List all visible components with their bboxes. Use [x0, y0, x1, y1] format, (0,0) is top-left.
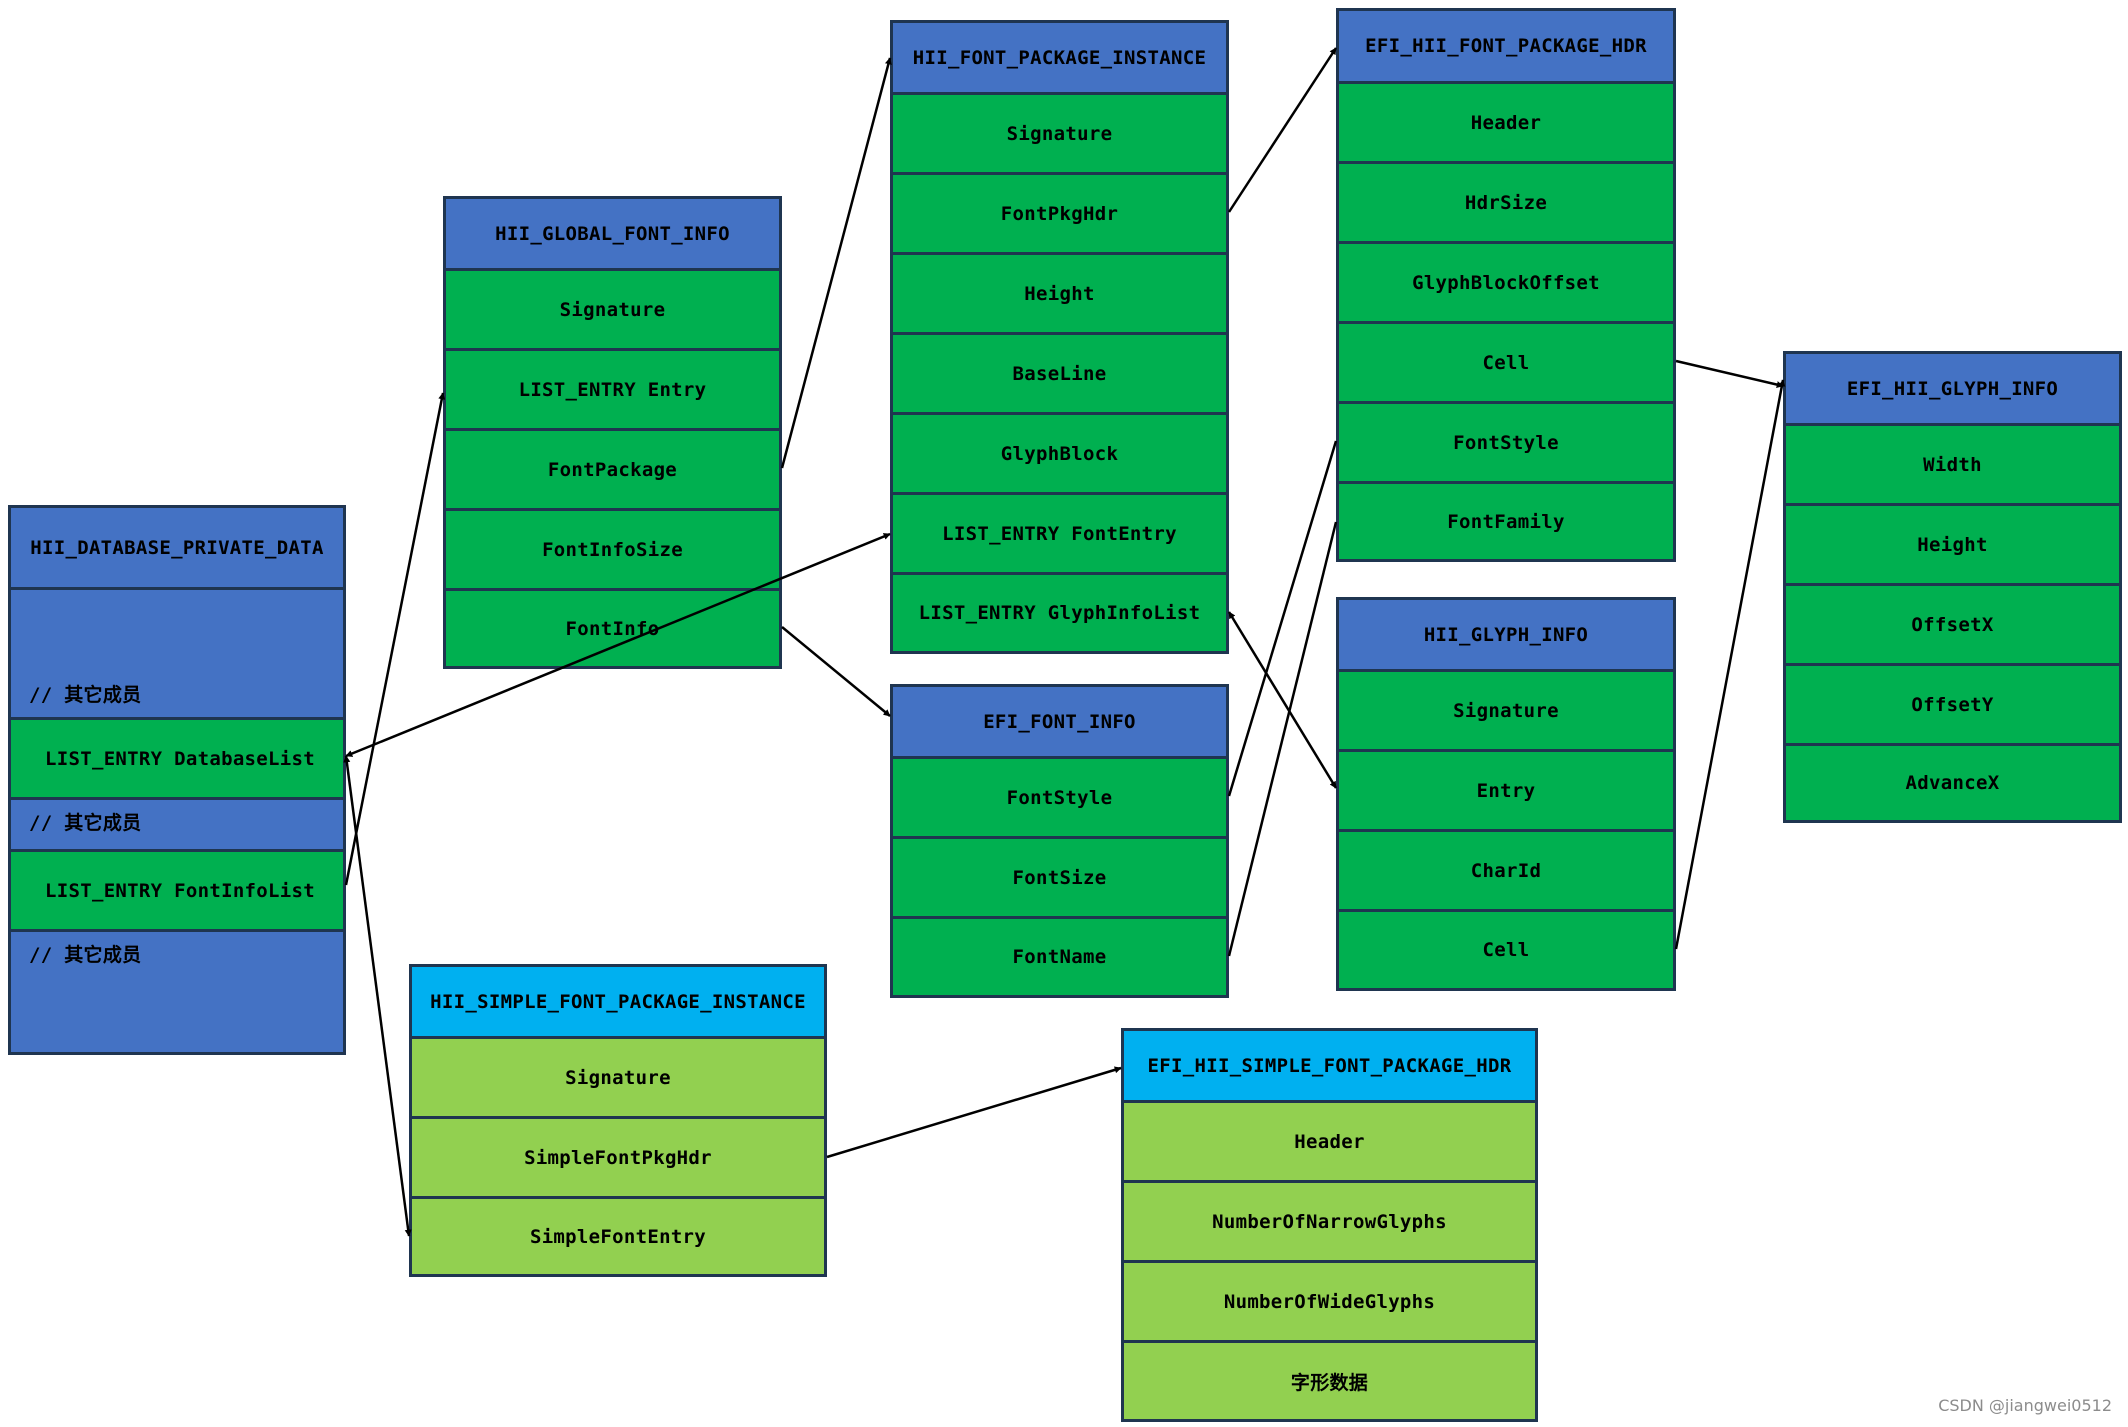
box-efi-font-info: EFI_FONT_INFO FontStyle FontSize FontNam… — [890, 684, 1229, 998]
field-signature: Signature — [1339, 672, 1673, 752]
box-efi-hii-font-package-hdr: EFI_HII_FONT_PACKAGE_HDR Header HdrSize … — [1336, 8, 1676, 562]
field-offset-y: OffsetY — [1786, 666, 2119, 746]
field-signature: Signature — [893, 95, 1226, 175]
field-list-entry-entry: LIST_ENTRY Entry — [446, 351, 779, 431]
arrow-simplefontpkghdr-to-hdr — [826, 1066, 1122, 1159]
field-font-style: FontStyle — [1339, 404, 1673, 484]
box-title: HII_GLYPH_INFO — [1339, 600, 1673, 672]
arrow-fontpkghdr-to-font-package-hdr — [1227, 47, 1338, 213]
box-hii-font-package-instance: HII_FONT_PACKAGE_INSTANCE Signature Font… — [890, 20, 1229, 654]
box-title: HII_GLOBAL_FONT_INFO — [446, 199, 779, 271]
arrow-cell-to-glyph-info — [1675, 359, 1784, 388]
field-header: Header — [1124, 1103, 1535, 1183]
field-baseline: BaseLine — [893, 335, 1226, 415]
connector-fontstyle — [1227, 440, 1338, 797]
field-glyph-block: GlyphBlock — [893, 415, 1226, 495]
watermark: CSDN @jiangwei0512 — [1938, 1396, 2112, 1415]
field-signature: Signature — [412, 1039, 824, 1119]
box-title: EFI_HII_GLYPH_INFO — [1786, 354, 2119, 426]
box-efi-hii-simple-font-package-hdr: EFI_HII_SIMPLE_FONT_PACKAGE_HDR Header N… — [1121, 1028, 1538, 1422]
box-efi-hii-glyph-info: EFI_HII_GLYPH_INFO Width Height OffsetX … — [1783, 351, 2122, 823]
box-title: EFI_HII_SIMPLE_FONT_PACKAGE_HDR — [1124, 1031, 1535, 1103]
box-hii-simple-font-package-instance: HII_SIMPLE_FONT_PACKAGE_INSTANCE Signatu… — [409, 964, 827, 1277]
field-font-info-list: LIST_ENTRY FontInfoList — [11, 852, 343, 932]
box-title: EFI_HII_FONT_PACKAGE_HDR — [1339, 11, 1673, 84]
field-font-name: FontName — [893, 919, 1226, 995]
arrow-glyphinfolist-entry — [1227, 611, 1338, 789]
field-height: Height — [893, 255, 1226, 335]
box-title: HII_FONT_PACKAGE_INSTANCE — [893, 23, 1226, 95]
field-font-size: FontSize — [893, 839, 1226, 919]
box-title: HII_SIMPLE_FONT_PACKAGE_INSTANCE — [412, 967, 824, 1039]
field-font-style: FontStyle — [893, 759, 1226, 839]
arrow-fontinfo-to-efi-font-info — [781, 626, 891, 717]
field-font-info-size: FontInfoSize — [446, 511, 779, 591]
field-font-entry: LIST_ENTRY FontEntry — [893, 495, 1226, 575]
box-title: HII_DATABASE_PRIVATE_DATA — [11, 508, 343, 590]
box-title: EFI_FONT_INFO — [893, 687, 1226, 759]
field-offset-x: OffsetX — [1786, 586, 2119, 666]
box-hii-database-private-data: HII_DATABASE_PRIVATE_DATA // 其它成员 LIST_E… — [8, 505, 346, 1055]
field-simple-font-entry: SimpleFontEntry — [412, 1199, 824, 1274]
field-advance-x: AdvanceX — [1786, 746, 2119, 820]
field-signature: Signature — [446, 271, 779, 351]
field-cell: Cell — [1339, 912, 1673, 988]
arrow-fontinfolist-to-entry — [344, 392, 446, 886]
field-font-family: FontFamily — [1339, 484, 1673, 559]
field-hdr-size: HdrSize — [1339, 164, 1673, 244]
field-header: Header — [1339, 84, 1673, 164]
field-cell: Cell — [1339, 324, 1673, 404]
field-font-pkg-hdr: FontPkgHdr — [893, 175, 1226, 255]
field-number-of-narrow-glyphs: NumberOfNarrowGlyphs — [1124, 1183, 1535, 1263]
field-other-members: // 其它成员 — [11, 932, 343, 1052]
field-glyph-data: 字形数据 — [1124, 1343, 1535, 1419]
field-glyph-block-offset: GlyphBlockOffset — [1339, 244, 1673, 324]
field-char-id: CharId — [1339, 832, 1673, 912]
field-simple-font-pkg-hdr: SimpleFontPkgHdr — [412, 1119, 824, 1199]
field-number-of-wide-glyphs: NumberOfWideGlyphs — [1124, 1263, 1535, 1343]
field-font-package: FontPackage — [446, 431, 779, 511]
field-database-list: LIST_ENTRY DatabaseList — [11, 720, 343, 800]
field-other-members: // 其它成员 — [11, 800, 343, 852]
connector-fontname — [1227, 521, 1338, 957]
arrow-fontpackage-to-font-package-instance — [780, 57, 892, 469]
box-hii-glyph-info: HII_GLYPH_INFO Signature Entry CharId Ce… — [1336, 597, 1676, 991]
field-font-info: FontInfo — [446, 591, 779, 666]
arrow-databaselist-simplefontentry — [343, 755, 412, 1237]
box-hii-global-font-info: HII_GLOBAL_FONT_INFO Signature LIST_ENTR… — [443, 196, 782, 669]
field-glyph-info-list: LIST_ENTRY GlyphInfoList — [893, 575, 1226, 651]
field-entry: Entry — [1339, 752, 1673, 832]
field-other-members: // 其它成员 — [11, 590, 343, 720]
field-height: Height — [1786, 506, 2119, 586]
arrow-hgi-cell-to-glyph-info — [1674, 379, 1786, 950]
field-width: Width — [1786, 426, 2119, 506]
